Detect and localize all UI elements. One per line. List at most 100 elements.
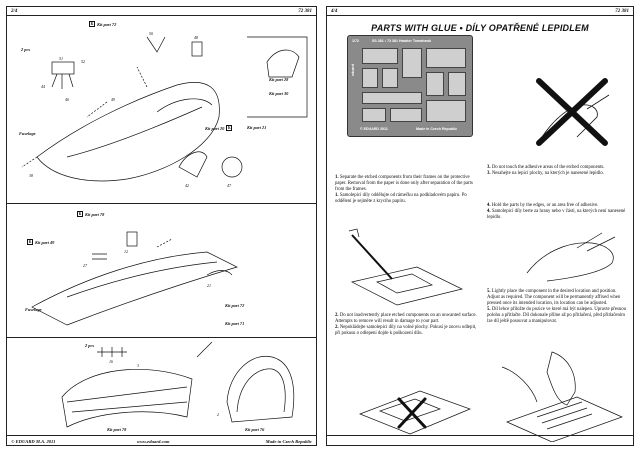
catalog-number: 72 381 (615, 9, 629, 14)
kit-box-icon: K (89, 21, 95, 27)
fret-part (426, 48, 466, 68)
part-number: 21 (207, 283, 211, 288)
step-3: 3. Do not touch the adhesive areas of th… (487, 165, 605, 176)
detail-box (247, 36, 308, 118)
fret-part (390, 108, 422, 122)
kit-part-ref: Kit part 78 (107, 427, 127, 432)
pcs-label-3: 2 pcs (85, 343, 95, 348)
step-5: 5. Lightly place the component in the de… (487, 289, 627, 324)
fret-code: 1/72 (352, 39, 359, 43)
left-page-footer: © EDUARD M.A. 2011 www.eduard.com Made i… (7, 435, 316, 445)
part-curve-2 (206, 270, 233, 276)
hand-outline (526, 242, 614, 282)
fret-part (402, 48, 422, 78)
cross-icon (397, 397, 427, 429)
knife-handle (348, 228, 360, 238)
page-number: 4/4 (331, 9, 338, 14)
step-1: 1. Separate the etched components from t… (335, 175, 473, 204)
no-touch-hand-illustration (536, 78, 610, 146)
part-number: 46 (65, 97, 69, 102)
small-bracket (146, 36, 166, 53)
step-2: 2. Do not inadvertently place etched com… (335, 313, 477, 336)
fret-sheet (359, 390, 471, 435)
part-number: 3 (137, 363, 139, 368)
fuselage-label-2: Fuselage (25, 307, 42, 312)
leader-lines-2 (156, 238, 173, 248)
part-plate-1 (51, 61, 75, 75)
fuselage-outline-2 (31, 251, 238, 326)
right-page-header: 4/4 72 381 (327, 7, 633, 16)
canopy-rail-1 (156, 98, 213, 113)
fret-part (362, 92, 422, 104)
fret-part (426, 100, 466, 122)
finger-outline (546, 351, 576, 406)
fret-part-area (376, 273, 433, 294)
page-title: PARTS WITH GLUE • DÍLY OPATŘENÉ LEPIDLEM (371, 23, 589, 33)
part-number: 42 (185, 183, 189, 188)
part-number: 51 (59, 56, 63, 61)
part-number: 27 (83, 263, 87, 268)
panel-grid (536, 401, 593, 430)
fret-brand: eduard (351, 64, 355, 76)
kit-part-ref: Kit part 71 (225, 321, 245, 326)
canopy-frame-lines (66, 386, 188, 413)
step-4: 4. Hold the parts by the edges, or an ar… (487, 203, 626, 220)
panel-line-2 (66, 261, 218, 298)
kit-box-icon: K (27, 239, 33, 245)
canopy-inner-2 (236, 368, 286, 413)
fret-sheet (350, 266, 464, 306)
panel-line-1 (66, 106, 203, 158)
part-number: 47 (227, 183, 231, 188)
fret-name: SS 381 • 73 381 Hawker Tomahawk (372, 39, 432, 43)
fret-copyright: © EDUARD 2011 (360, 127, 388, 131)
assembly-drawings (21, 36, 308, 428)
fret-part (362, 48, 398, 64)
finger-lines (576, 232, 616, 252)
kit-part-ref: Kit part 30 (269, 91, 289, 96)
website-text: www.eduard.com (137, 439, 170, 444)
part-number: 50 (149, 31, 153, 36)
page-number: 2/4 (11, 9, 18, 14)
pcs-label-1: 2 pcs (21, 47, 31, 52)
placing-part-illustration (501, 351, 623, 442)
fret-part (362, 68, 378, 88)
part-number: 12 (124, 249, 128, 254)
small-parts-row (97, 347, 127, 357)
rod-part (196, 341, 213, 358)
left-page-header: 2/4 72 381 (7, 7, 316, 16)
copyright-text: © EDUARD M.A. 2011 (11, 439, 56, 444)
right-page-footer (327, 435, 633, 445)
fret-part (382, 68, 398, 88)
holding-part-illustration (526, 232, 616, 282)
leader-lines-1 (21, 66, 148, 168)
part-number: 44 (41, 84, 45, 89)
part-legs-1 (51, 73, 74, 89)
tweezers-line (501, 366, 538, 403)
right-page: 4/4 72 381 PARTS WITH GLUE • DÍLY OPATŘE… (326, 6, 634, 446)
left-page: 2/4 72 381 (6, 6, 317, 446)
kit-box-icon: K (226, 125, 233, 131)
canopy-frame-1 (61, 368, 193, 428)
wrong-placement-illustration (359, 390, 471, 435)
kit-part-ref: Kit part 28 (269, 77, 289, 82)
made-in-text: Made in Czech Republic (265, 439, 312, 444)
fret-part (448, 72, 466, 96)
kit-part-ref: Kit part 76 (245, 427, 265, 432)
kit-box-icon: K (77, 211, 83, 217)
part-strip-2 (92, 253, 107, 260)
canopy-frame-2 (226, 355, 295, 423)
seat-part (266, 49, 300, 78)
part-number: 38 (29, 173, 33, 178)
intake-part (178, 151, 208, 178)
fret-made-in: Made in Czech Republic (416, 127, 458, 131)
part-number: 48 (194, 35, 198, 40)
fuselage-outline-1 (36, 82, 220, 182)
knife-blade (351, 234, 393, 280)
cross-icon (536, 78, 608, 146)
fuselage-label-1: Fuselage (19, 131, 36, 136)
part-number: 49 (111, 97, 115, 102)
